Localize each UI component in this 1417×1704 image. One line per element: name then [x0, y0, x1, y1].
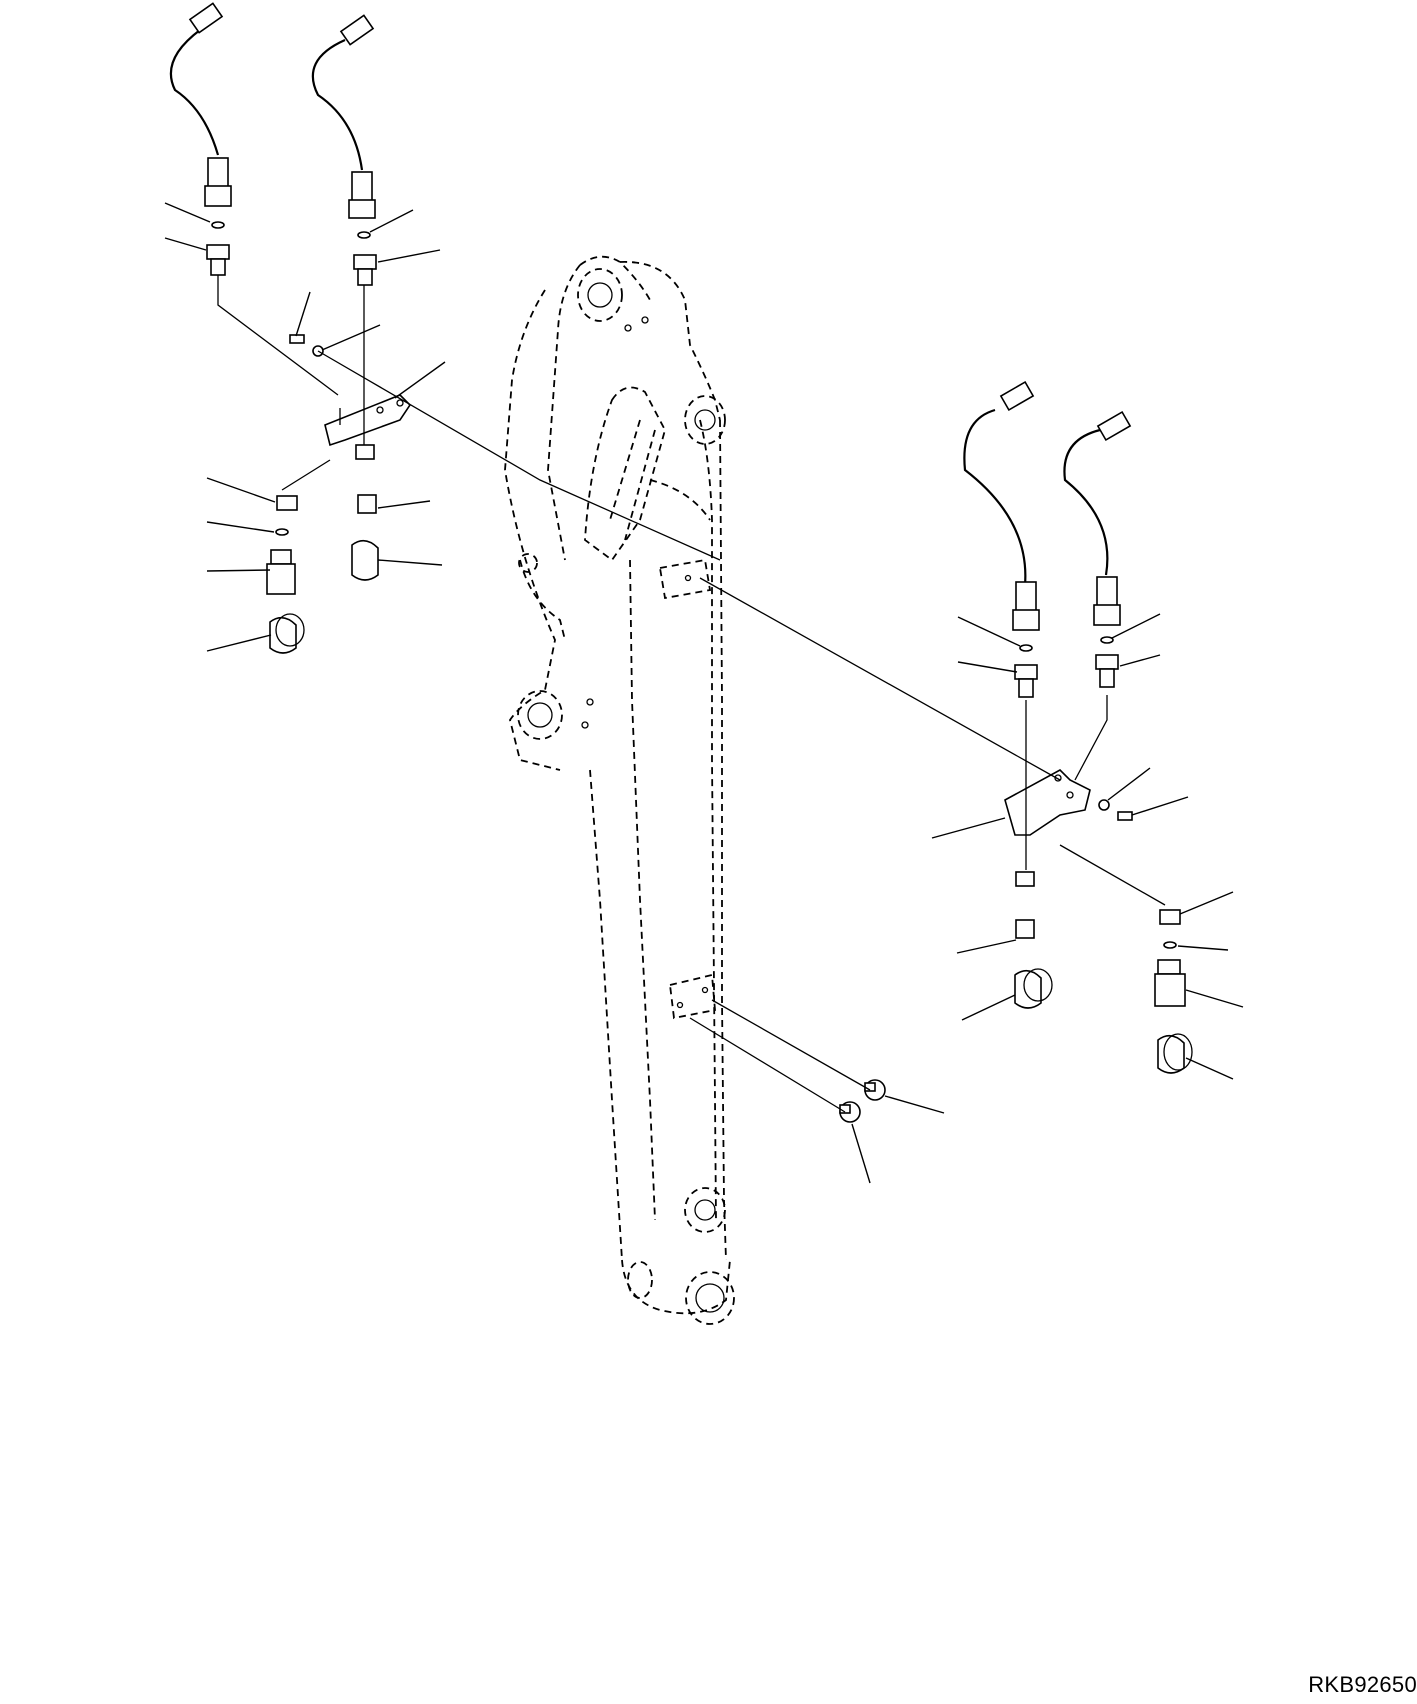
left-sensor-cable-2	[311, 38, 364, 171]
connector-icon	[188, 2, 375, 46]
right-bracket	[1004, 769, 1091, 836]
right-sensor-cable-1	[963, 408, 1027, 586]
left-sensor-cable-1	[169, 29, 220, 156]
left-hose-assembly	[169, 2, 721, 654]
left-leader-lines	[164, 202, 446, 652]
drawing-reference-code: RKB92650	[1308, 1672, 1417, 1697]
right-leader-lines	[851, 613, 1244, 1184]
arm-outline	[504, 255, 735, 1325]
right-hose-assembly	[689, 380, 1193, 1123]
right-sensor-cable-2	[1063, 428, 1109, 576]
